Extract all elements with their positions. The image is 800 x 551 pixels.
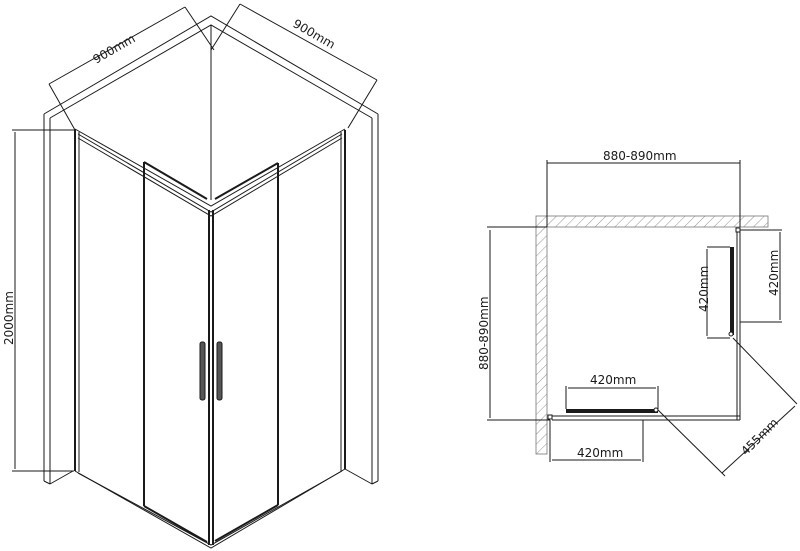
overall-width-label: 880-890mm [603, 149, 677, 163]
overall-width-dimension: 880-890mm [546, 149, 741, 227]
plan-view: 880-890mm 880-890mm 420mm 420mm [477, 149, 798, 477]
width-dimension-right: 900mm [210, 3, 378, 129]
handle-left [199, 341, 206, 401]
bottom-door-label: 420mm [590, 373, 636, 387]
entrance-diagonal-label: 455mm [738, 415, 781, 458]
wall-outline [43, 15, 379, 485]
width-right-label: 900mm [291, 16, 338, 51]
enclosure-frame [74, 128, 346, 549]
entrance-diagonal-dimension: 455mm [657, 337, 798, 477]
handle-right [216, 341, 223, 401]
right-side-panels: 420mm 420mm [697, 227, 782, 420]
bottom-side-panels: 420mm 420mm [547, 373, 740, 462]
perspective-view: 900mm 900mm 2000mm [2, 3, 379, 549]
height-dimension: 2000mm [2, 129, 76, 472]
right-fixed-panel-label: 420mm [767, 250, 781, 296]
width-left-label: 900mm [91, 31, 138, 66]
overall-depth-dimension: 880-890mm [477, 226, 550, 421]
right-door-label: 420mm [697, 266, 711, 312]
wall-top-hatched [535, 215, 769, 228]
bottom-fixed-panel-label: 420mm [577, 446, 623, 460]
width-dimension-left: 900mm [48, 6, 215, 131]
door-handles [199, 341, 223, 401]
overall-depth-label: 880-890mm [477, 296, 491, 370]
height-label: 2000mm [2, 291, 16, 345]
